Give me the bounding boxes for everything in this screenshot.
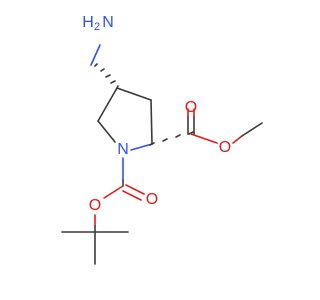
bond-methyl (241, 122, 263, 137)
ring-n-label: N (117, 141, 129, 158)
amine-h2-label: H (82, 14, 94, 31)
ester-o-double-label: O (185, 99, 197, 116)
bond-c5-n (97, 120, 116, 143)
bond-c3-c2 (150, 99, 153, 145)
hashed-wedge-c2-ester (149, 131, 194, 146)
amine-h2-subscript: 2 (94, 21, 100, 33)
boc-o-single-label: O (89, 197, 101, 214)
amine-n-label: N (102, 14, 114, 31)
atom-labels: H 2 N N O O O O (82, 14, 231, 214)
bond-boc-c-o-double-a (125, 184, 145, 195)
bond-c4-c5 (97, 87, 118, 122)
hashed-wedge-c4-ch2 (94, 63, 119, 91)
bond-n-c2 (130, 143, 153, 151)
chemical-structure-diagram: H 2 N N O O O O (61, 14, 263, 265)
amine-nh2-label: H 2 N (82, 14, 114, 33)
bond-boc-c-o-double-b (122, 190, 142, 201)
bond-ch2-n-amine (90, 44, 101, 66)
boc-o-double-label: O (146, 191, 158, 208)
bond-boc-c-o-single (103, 185, 124, 199)
bond-ester-o-methyl (232, 135, 243, 144)
ester-o-single-label: O (219, 139, 231, 156)
bonds (61, 44, 263, 265)
bond-c4-c3 (116, 87, 152, 101)
bond-ester-c-o-single (190, 133, 218, 144)
